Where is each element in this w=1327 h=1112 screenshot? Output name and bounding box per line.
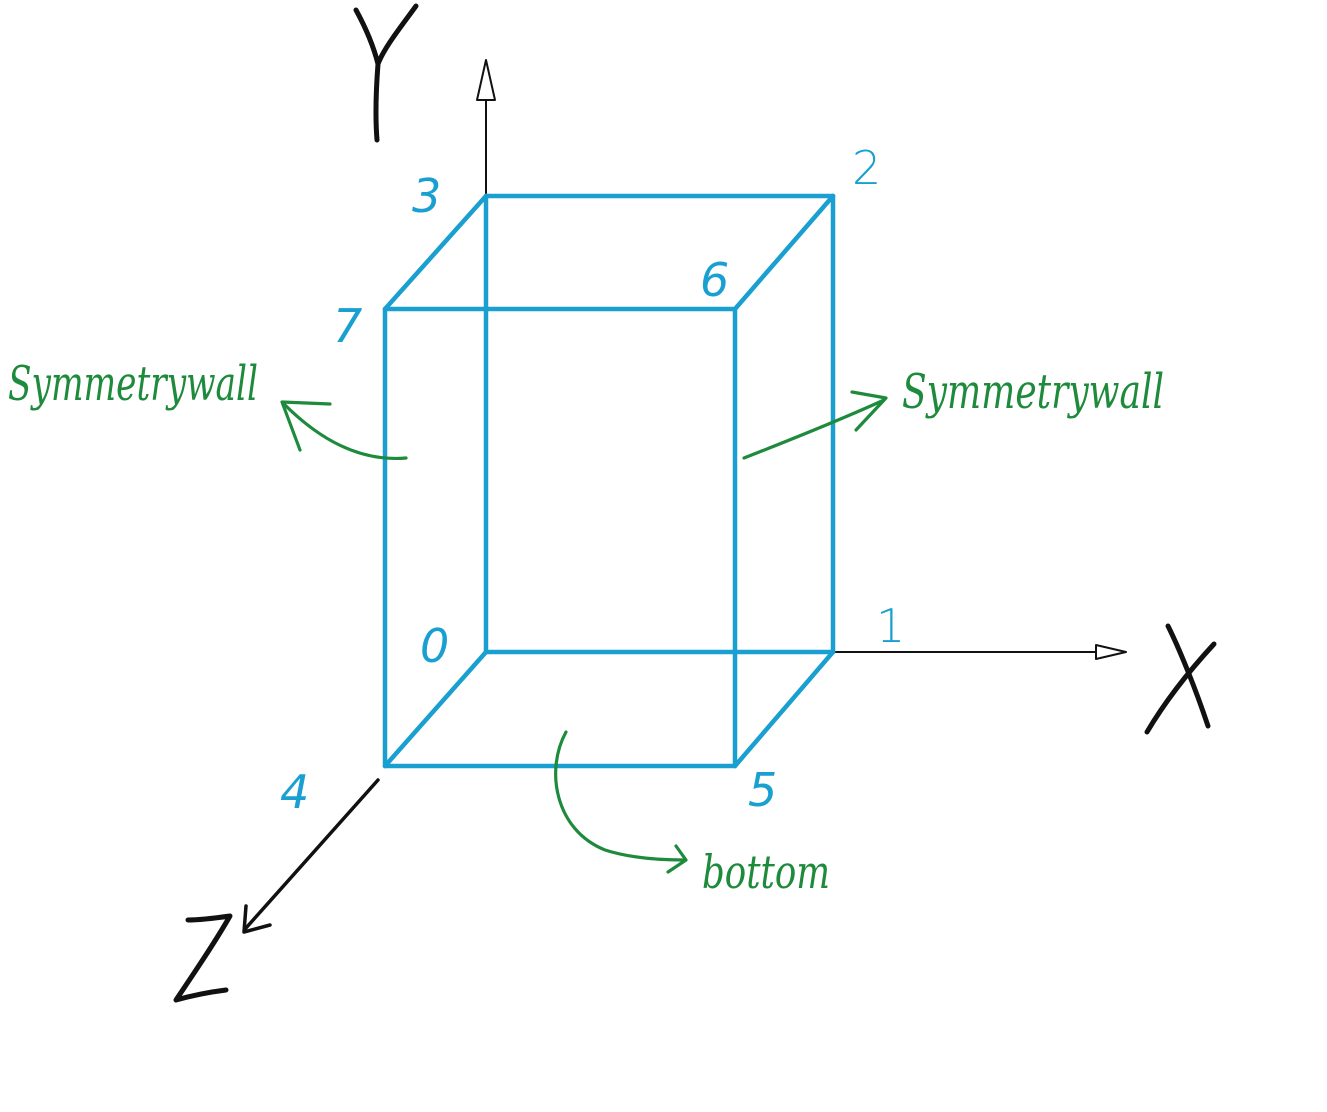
vertex-label-0: 0 (420, 619, 449, 673)
y-axis-arrowhead (476, 59, 496, 101)
bottom-label: bottom (702, 845, 830, 899)
edge-1-5 (732, 649, 836, 769)
vertex-label-5: 5 (748, 763, 777, 817)
z-axis-arrowhead (242, 904, 272, 934)
axes (242, 59, 1127, 934)
bottom-arrowhead (666, 844, 688, 874)
x-axis-arrowhead (1095, 644, 1127, 660)
right-wall-arrowhead (850, 390, 888, 432)
edge-3-7 (382, 193, 489, 312)
vertex-label-1: 1 (876, 599, 905, 653)
left-wall-arrowhead (280, 400, 332, 452)
vertex-labels: 0 1 2 3 4 5 6 7 (280, 141, 905, 819)
vertex-label-2: 2 (852, 141, 881, 195)
vertex-label-6: 6 (700, 253, 729, 307)
right-wall-label: Symmetrywall (902, 364, 1164, 420)
vertex-label-7: 7 (333, 299, 362, 353)
annotation-right-symmetry-wall: Symmetrywall (742, 364, 1164, 460)
annotation-left-symmetry-wall: Symmetrywall (8, 356, 408, 461)
left-wall-arrow (282, 402, 408, 461)
cuboid (382, 193, 836, 769)
vertex-label-3: 3 (412, 169, 441, 223)
z-axis-line (244, 778, 380, 930)
edge-2-6 (732, 193, 836, 312)
left-wall-label: Symmetrywall (8, 356, 258, 412)
axis-label-y: Y (353, 3, 419, 143)
axis-label-x: X (1144, 623, 1217, 735)
annotation-bottom: bottom (554, 730, 830, 899)
bottom-arrow (554, 730, 686, 862)
axis-label-z: Z (173, 913, 233, 1003)
vertex-label-4: 4 (280, 765, 309, 819)
right-wall-arrow (742, 398, 886, 460)
edge-0-4 (382, 649, 489, 769)
